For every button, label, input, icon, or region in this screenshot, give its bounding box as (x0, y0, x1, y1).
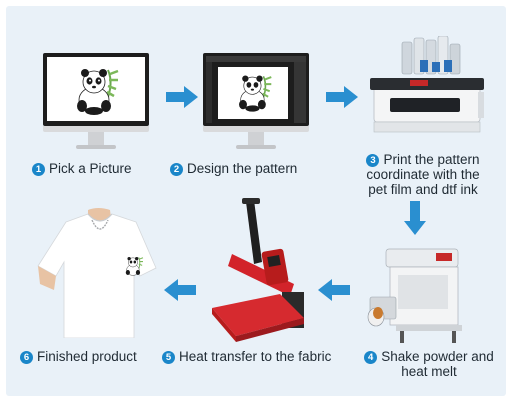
step-4-line2: heat melt (401, 364, 457, 379)
step-5-label: Heat transfer to the fabric (179, 349, 332, 364)
panda-icon (77, 69, 119, 115)
step-6-number: 6 (20, 351, 33, 364)
step-6-label: Finished product (37, 349, 137, 364)
step-1-label: Pick a Picture (49, 161, 132, 176)
arrow-left-icon (164, 279, 196, 301)
arrow-right-icon (166, 86, 198, 108)
arrow-right-icon (326, 86, 358, 108)
tshirt (37, 208, 157, 338)
panda-icon (239, 75, 272, 112)
step-3-line3: pet film and dtf ink (368, 182, 478, 197)
step-2-label: Design the pattern (187, 161, 298, 176)
step-3-number: 3 (366, 154, 380, 167)
arrow-left-icon (318, 279, 350, 301)
step-5-number: 5 (162, 351, 175, 364)
step-3-line1: Print the pattern (383, 152, 480, 167)
step-2-caption: 2 Design the pattern (170, 161, 297, 176)
step-1-caption: 1 Pick a Picture (32, 161, 132, 176)
step-4-line1: Shake powder and (381, 349, 494, 364)
step-3-line2: coordinate with the (366, 167, 480, 182)
heat-press (212, 198, 304, 342)
step-4-number: 4 (364, 351, 378, 364)
dtf-printer (370, 36, 484, 133)
step-1-number: 1 (32, 163, 45, 176)
step-2-number: 2 (170, 163, 183, 176)
step-6-caption: 6 Finished product (20, 349, 137, 364)
arrow-down-icon (404, 201, 426, 235)
shaker-machine (367, 248, 462, 343)
step-5-caption: 5 Heat transfer to the fabric (162, 349, 331, 364)
